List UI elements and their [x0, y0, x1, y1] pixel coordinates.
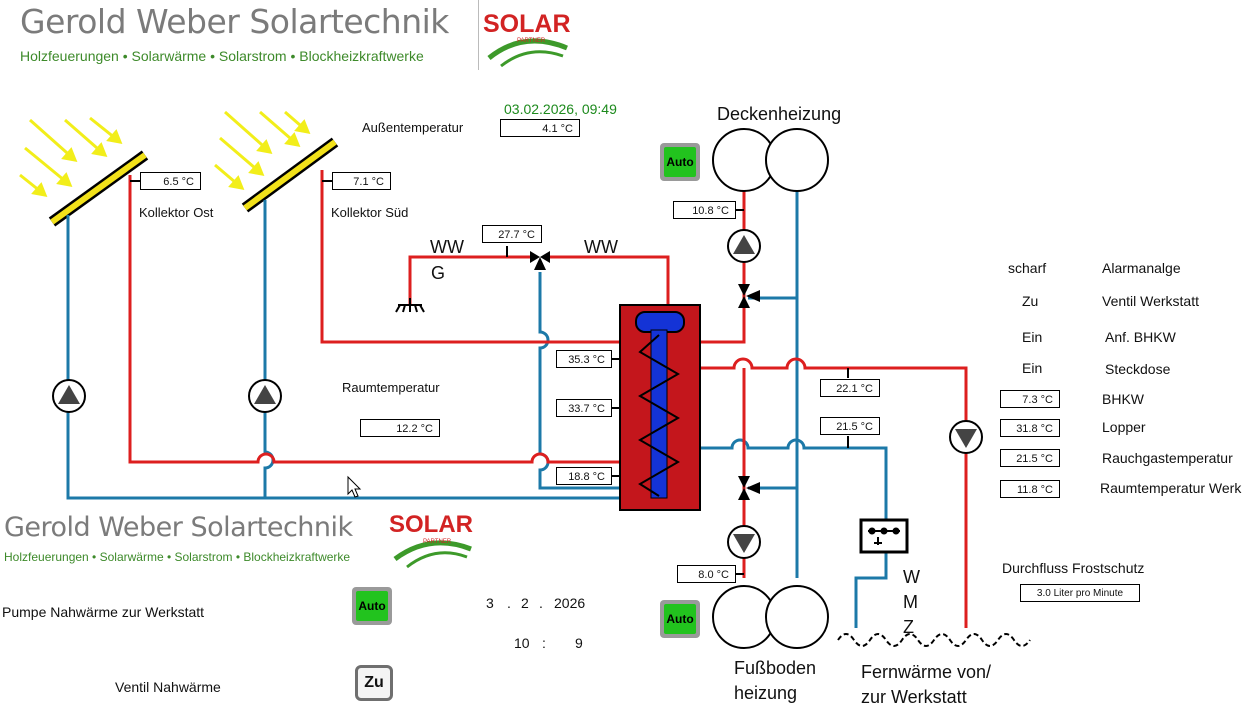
solar-partner-logo: SOLAR PARTNER: [478, 0, 571, 70]
date-sep-1: .: [507, 595, 511, 611]
status-name-valve: Ventil Werkstatt: [1102, 293, 1200, 309]
room-temp-value: 12.2 °C: [360, 419, 440, 437]
tank-top-temp: 35.3 °C: [556, 350, 612, 368]
frost-flow-value: 3.0 Liter pro Minute: [1020, 584, 1140, 602]
district-title-2: zur Werkstatt: [861, 687, 967, 707]
ww-mix-temp: 27.7 °C: [482, 225, 542, 243]
outdoor-temp-value: 4.1 °C: [500, 119, 580, 137]
ceiling-auto-label: Auto: [664, 147, 696, 177]
collector-east-temp: 6.5 °C: [140, 172, 201, 190]
date-sep-2: .: [539, 595, 543, 611]
solar-partner-logo-2: SOLAR PARTNER: [385, 503, 475, 571]
company-title-2: Gerold Weber Solartechnik: [4, 512, 353, 543]
date-month: 2: [521, 595, 529, 611]
collector-south-temp: 7.1 °C: [332, 172, 391, 190]
floor-heating-title-2: heizung: [734, 683, 798, 703]
sensor-bhkw-value: 7.3 °C: [1000, 390, 1060, 408]
collector-south-label: Kollektor Süd: [331, 205, 409, 220]
pump-icon: [727, 525, 761, 559]
valve-local-heat-button[interactable]: Zu: [355, 665, 393, 701]
date-day: 3: [486, 595, 494, 611]
logo-subtext-2: PARTNER: [423, 539, 452, 545]
sensor-lopper-label: Lopper: [1102, 419, 1146, 435]
company-tagline: Holzfeuerungen • Solarwärme • Solarstrom…: [20, 48, 424, 64]
pump-workshop-auto-button[interactable]: Auto: [352, 587, 392, 625]
sensor-workshop-room-label: Raumtemperatur Werk: [1100, 480, 1242, 496]
current-datetime: 03.02.2026, 09:49: [504, 101, 617, 117]
shower-icon: [395, 298, 425, 313]
wmz-letter-w: W: [903, 567, 920, 587]
status-name-socket: Steckdose: [1105, 361, 1171, 377]
frost-flow-label: Durchfluss Frostschutz: [1002, 560, 1145, 576]
ceiling-heating-loop-right: [765, 128, 829, 192]
floor-heating-title-1: Fußboden: [734, 658, 817, 678]
room-temp-label: Raumtemperatur: [342, 380, 440, 395]
logo-text-2: SOLAR: [389, 511, 473, 538]
floor-heating-loop-right: [765, 585, 829, 649]
floor-auto-label: Auto: [664, 604, 696, 634]
pump-workshop-label: Pumpe Nahwärme zur Werkstatt: [2, 604, 205, 620]
wmz-letter-m: M: [903, 592, 918, 612]
solar-collector-east: [48, 150, 149, 227]
outdoor-temp-label: Außentemperatur: [362, 120, 464, 135]
sensor-flue-value: 21.5 °C: [1000, 449, 1060, 467]
ww-left-label: WW: [430, 237, 464, 257]
ww-right-label: WW: [584, 237, 618, 257]
mixing-valve-icon: [738, 476, 760, 500]
mouse-cursor-icon: [347, 475, 362, 498]
status-state-bhkw: Ein: [1022, 329, 1043, 345]
time-sep: :: [542, 635, 546, 651]
sensor-lopper-value: 31.8 °C: [1000, 419, 1060, 437]
tank-mid-temp: 33.7 °C: [556, 399, 612, 417]
mixing-valve-icon: [738, 284, 760, 308]
sun-rays-icon: [214, 110, 311, 190]
ceiling-flow-temp: 10.8 °C: [673, 201, 736, 219]
district-heating-line: [837, 633, 1031, 647]
ww-left-sub-label: G: [431, 263, 446, 283]
pump-icon: [949, 420, 983, 454]
collector-east-label: Kollektor Ost: [139, 205, 214, 220]
company-title: Gerold Weber Solartechnik: [20, 2, 449, 41]
company-tagline-2: Holzfeuerungen • Solarwärme • Solarstrom…: [4, 550, 351, 564]
ceiling-auto-button[interactable]: Auto: [660, 143, 700, 181]
solar-collector-south: [241, 137, 339, 213]
status-state-valve: Zu: [1022, 293, 1039, 309]
wmz-letter-z: Z: [903, 617, 914, 637]
sensor-flue-label: Rauchgastemperatur: [1102, 450, 1233, 466]
date-year: 2026: [554, 595, 586, 611]
heat-meter-icon: [859, 518, 909, 554]
time-minute: 9: [575, 635, 583, 651]
sun-rays-icon: [19, 116, 123, 197]
pump-icon: [248, 379, 282, 413]
status-name-alarm: Alarmanalge: [1102, 260, 1181, 276]
pump-icon: [52, 379, 86, 413]
district-supply-temp: 22.1 °C: [820, 379, 880, 397]
tank-bottom-temp: 18.8 °C: [556, 467, 612, 485]
logo-text: SOLAR: [483, 10, 571, 38]
time-hour: 10: [514, 635, 530, 651]
logo-subtext: PARTNER: [517, 38, 546, 44]
district-title-1: Fernwärme von/: [861, 662, 992, 682]
mixing-valve-icon: [530, 251, 550, 270]
status-name-bhkw: Anf. BHKW: [1105, 329, 1176, 345]
storage-tank: [619, 304, 701, 511]
pump-icon: [727, 229, 761, 263]
district-return-temp: 21.5 °C: [820, 417, 880, 435]
sensor-bhkw-label: BHKW: [1102, 391, 1144, 407]
ceiling-heating-title: Deckenheizung: [717, 104, 842, 124]
floor-flow-temp: 8.0 °C: [677, 565, 736, 583]
floor-auto-button[interactable]: Auto: [660, 600, 700, 638]
status-state-socket: Ein: [1022, 360, 1043, 376]
valve-local-heat-label: Ventil Nahwärme: [115, 679, 221, 695]
pump-workshop-auto-label: Auto: [356, 591, 388, 621]
status-state-alarm: scharf: [1008, 260, 1047, 276]
sensor-workshop-room-value: 11.8 °C: [1000, 480, 1060, 498]
